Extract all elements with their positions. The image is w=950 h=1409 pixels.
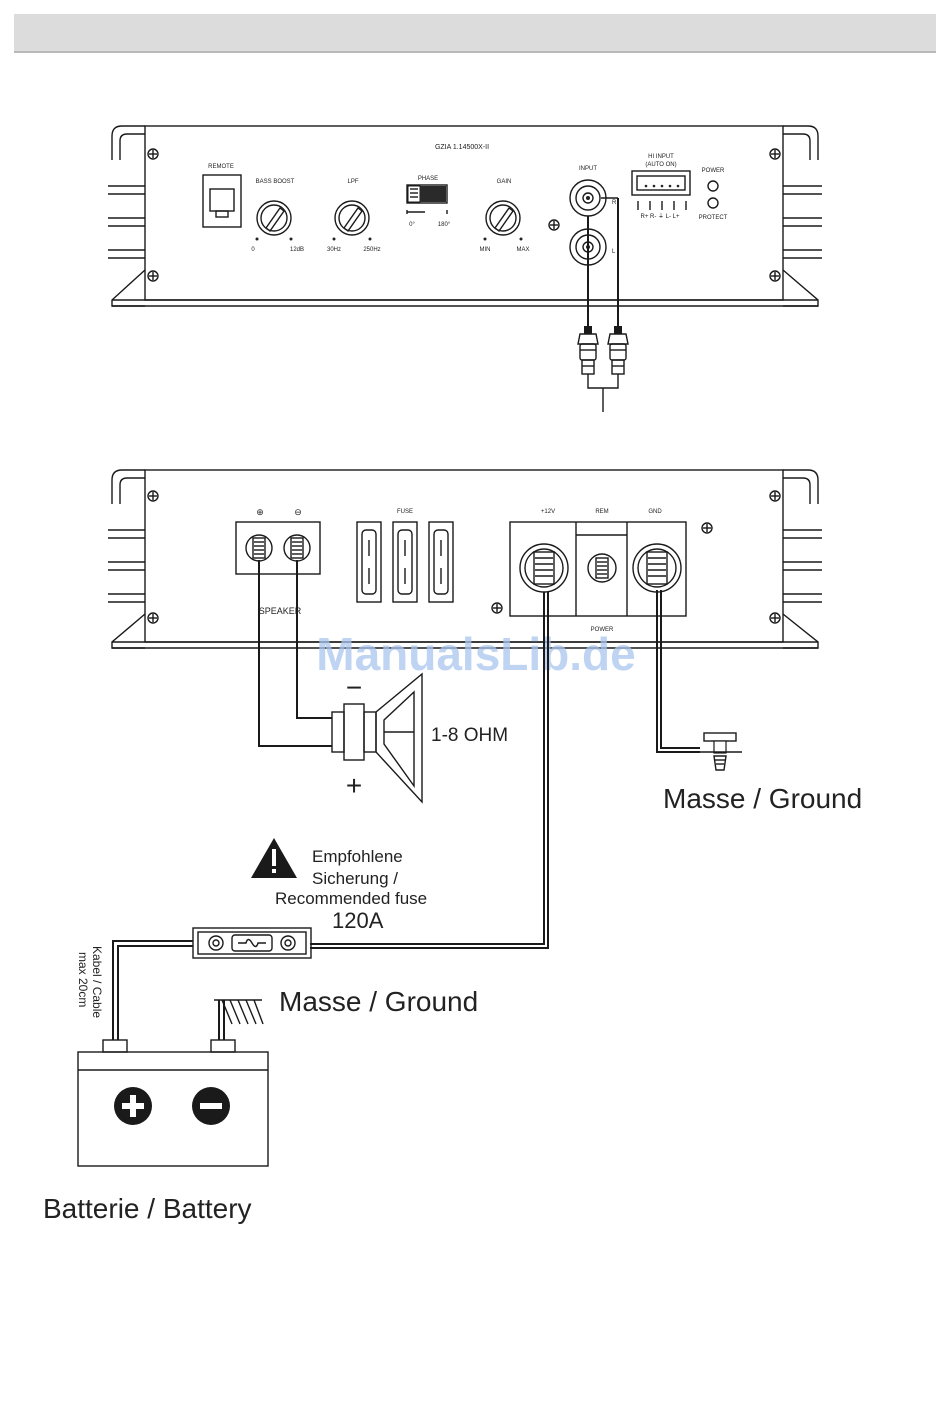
fuse-note-line3: Recommended fuse [275,889,427,908]
bottom-amplifier-panel: ⊕ ⊖ SPEAKER FUSE +1 [108,469,822,649]
lpf-min-label: 30Hz [327,247,341,253]
rca-cables [577,197,629,412]
speaker-icon [331,672,423,804]
screw-icon [769,148,781,160]
gain-min-label: MIN [480,247,491,253]
bottom-panel-body [144,469,784,643]
fuse-label: FUSE [397,509,413,515]
speaker-plus-terminal[interactable] [245,534,273,562]
gain-knob[interactable] [485,200,521,236]
bass-max-label: 12dB [290,247,304,253]
fuse-rating: 120A [332,908,384,933]
screw-icon [147,612,159,624]
battery-label: Batterie / Battery [43,1193,252,1224]
input-l-label: L [612,249,616,255]
fuse-slot[interactable] [356,521,382,603]
hi-pins-label: R+ R- ⏚ L- L+ [640,213,680,220]
battery-minus-icon [192,1087,230,1125]
lpf-label: LPF [347,179,358,185]
input-label: INPUT [579,166,597,172]
fuse-note-line2: Sicherung / [312,869,398,888]
screw-icon [147,270,159,282]
model-label: GZIA 1.14500X-II [435,144,489,151]
screw-icon [491,602,503,614]
phase-label: PHASE [418,176,438,182]
rem-label: REM [595,509,608,515]
battery-positive-wire [112,940,193,1040]
bass-boost-knob[interactable] [256,200,292,236]
remote-port-icon [202,174,242,228]
rem-terminal[interactable] [587,553,617,583]
speaker-label: SPEAKER [259,606,302,616]
top-right-heatsink [782,125,822,307]
ground-right-label: Masse / Ground [663,783,862,814]
screw-icon [548,219,560,231]
fuse-note-line1: Empfohlene [312,847,403,866]
lpf-max-label: 250Hz [363,247,380,253]
watermark: ManualsLib.de [316,628,635,680]
bottom-left-heatsink [108,469,146,649]
screw-icon [147,490,159,502]
protect-led-label: PROTECT [699,215,728,221]
rca-input-right[interactable] [569,179,607,217]
phase-0-label: 0° [409,222,415,228]
header-bar [14,14,936,53]
speaker-plus-symbol: ⊕ [256,507,264,517]
plus12-terminal[interactable] [519,543,569,593]
speaker-wires [258,560,332,747]
warning-icon [251,838,297,878]
speaker-plus-label: + [346,770,362,801]
fuse-slot[interactable] [428,521,454,603]
speaker-minus-terminal[interactable] [283,534,311,562]
speaker-impedance-label: 1-8 OHM [431,725,508,746]
top-amplifier-panel: GZIA 1.14500X-II REMOTE BASS BOOST 0 12d… [108,125,822,412]
bass-boost-label: BASS BOOST [256,179,295,185]
bass-min-label: 0 [251,247,255,253]
gain-label: GAIN [497,179,512,185]
fuse-slot[interactable] [392,521,418,603]
battery-ground-wire [218,1000,225,1040]
remote-label: REMOTE [208,164,234,170]
screw-icon [769,612,781,624]
hi-input-connector[interactable] [631,170,691,210]
hi-input-label: HI INPUT [648,154,674,160]
battery-plus-icon [114,1087,152,1125]
ground-hatch-icon [214,999,264,1025]
battery-icon [77,1039,269,1167]
gain-max-label: MAX [516,247,529,253]
power-block-label: POWER [591,627,614,633]
gnd-label: GND [648,509,662,515]
speaker-terminal-block [235,521,321,575]
cable-note-line1: Kabel / Cable [90,946,104,1018]
bottom-right-heatsink [782,469,822,649]
screw-icon [701,522,713,534]
inline-fuse-holder[interactable] [192,927,312,959]
gnd-terminal[interactable] [632,543,682,593]
protect-led [707,197,719,209]
power-terminal-block [509,521,687,617]
power-wire [310,592,549,949]
speaker-minus-label: − [346,672,362,703]
speaker-minus-symbol: ⊖ [294,507,302,517]
ground-bolt-icon [690,732,742,771]
hi-input-sub-label: (AUTO ON) [645,162,676,168]
phase-switch[interactable] [406,184,448,214]
input-r-label: R [612,200,617,206]
phase-180-label: 180° [438,222,451,228]
cable-note-line2: max 20cm [76,952,90,1007]
screw-icon [769,270,781,282]
screw-icon [769,490,781,502]
power-led [707,180,719,192]
screw-icon [147,148,159,160]
ground-battery-label: Masse / Ground [279,986,478,1017]
lpf-knob[interactable] [334,200,370,236]
plus12-label: +12V [541,509,555,515]
power-led-label: POWER [702,168,725,174]
chassis-ground-wire [656,590,700,753]
top-left-heatsink [108,125,146,307]
